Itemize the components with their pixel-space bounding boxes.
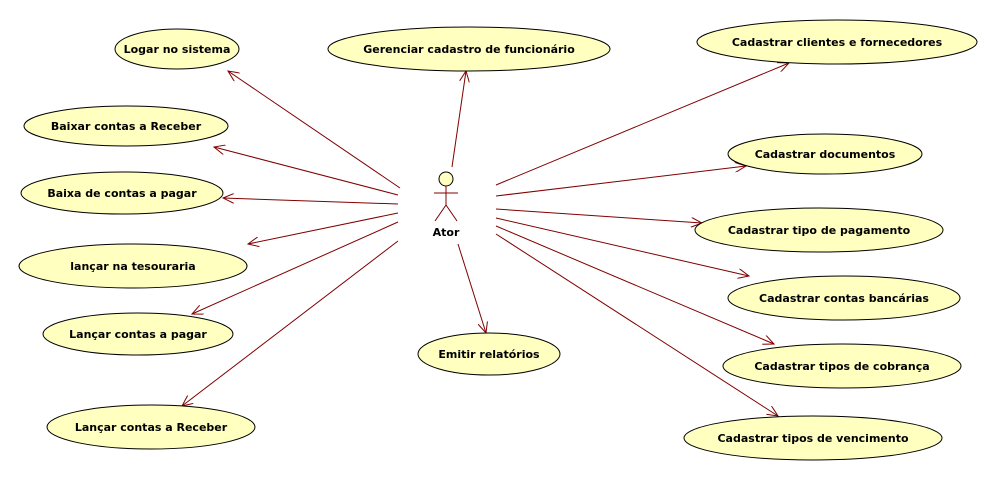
association-lancar-pagar: [192, 221, 399, 314]
association-lancar-receber: [182, 240, 399, 406]
use-case-contas-bancarias[interactable]: Cadastrar contas bancárias: [727, 275, 961, 321]
use-case-label: Lançar contas a Receber: [75, 421, 228, 434]
actor[interactable]: Ator: [433, 171, 460, 239]
use-case-baixa-pagar[interactable]: Baixa de contas a pagar: [20, 171, 224, 215]
use-case-label: Cadastrar tipos de cobrança: [754, 360, 929, 373]
associations: [182, 63, 789, 416]
association-relatorios: [457, 243, 486, 333]
use-case-label: Gerenciar cadastro de funcionário: [363, 43, 575, 56]
association-contas-bancarias: [495, 217, 749, 276]
use-case-lancar-receber[interactable]: Lançar contas a Receber: [46, 404, 256, 450]
stick-figure-icon: [434, 171, 458, 222]
use-case-label: Lançar contas a pagar: [69, 328, 207, 341]
association-clientes: [495, 63, 789, 186]
association-logar: [228, 71, 401, 189]
use-case-label: Cadastrar documentos: [755, 148, 896, 161]
use-case-logar[interactable]: Logar no sistema: [114, 28, 240, 70]
association-cobranca: [495, 225, 774, 344]
association-documentos: [495, 166, 746, 197]
use-case-lancar-pagar[interactable]: Lançar contas a pagar: [42, 312, 234, 356]
use-case-label: lançar na tesouraria: [70, 260, 195, 273]
use-case-clientes[interactable]: Cadastrar clientes e fornecedores: [696, 19, 978, 65]
association-baixar-receber: [214, 147, 399, 196]
use-case-label: Baixa de contas a pagar: [47, 187, 197, 200]
use-case-label: Cadastrar clientes e fornecedores: [732, 36, 943, 49]
association-vencimento: [495, 233, 778, 416]
use-case-gerenciar[interactable]: Gerenciar cadastro de funcionário: [327, 26, 611, 72]
use-case-tesouraria[interactable]: lançar na tesouraria: [18, 243, 248, 289]
association-gerenciar: [451, 71, 466, 168]
use-case-documentos[interactable]: Cadastrar documentos: [727, 133, 923, 175]
use-case-label: Cadastrar tipos de vencimento: [717, 432, 908, 445]
association-tesouraria: [248, 212, 399, 244]
use-case-label: Emitir relatórios: [438, 348, 540, 361]
use-case-label: Cadastrar contas bancárias: [759, 292, 929, 305]
actor-label: Ator: [433, 226, 460, 239]
use-case-label: Baixar contas a Receber: [51, 120, 202, 133]
association-baixa-pagar: [223, 198, 399, 205]
use-case-vencimento[interactable]: Cadastrar tipos de vencimento: [683, 415, 943, 461]
use-case-label: Cadastrar tipo de pagamento: [728, 224, 911, 237]
use-case-baixar-receber[interactable]: Baixar contas a Receber: [23, 105, 229, 147]
use-case-tipo-pagamento[interactable]: Cadastrar tipo de pagamento: [694, 207, 944, 253]
association-tipo-pagamento: [495, 208, 702, 223]
use-case-cobranca[interactable]: Cadastrar tipos de cobrança: [722, 343, 962, 389]
use-case-label: Logar no sistema: [124, 43, 231, 56]
use-case-relatorios[interactable]: Emitir relatórios: [417, 332, 561, 376]
